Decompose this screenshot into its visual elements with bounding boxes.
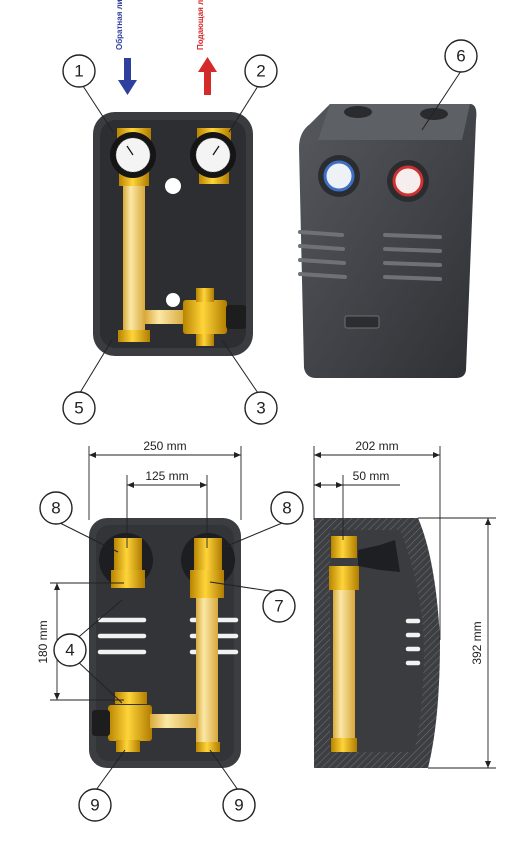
callout-label: 8	[51, 499, 60, 518]
supply-line-label: Подающая линия	[196, 0, 205, 50]
callout-label: 4	[65, 641, 74, 660]
bypass-valve	[108, 705, 152, 741]
open-unit-view	[93, 57, 253, 356]
dim-front-width: 250 mm	[143, 439, 186, 453]
dim-side-offset: 50 mm	[353, 469, 390, 483]
valve-handle	[226, 305, 246, 329]
dim-side-depth: 202 mm	[355, 439, 398, 453]
callout-5: 5	[62, 391, 96, 425]
return-arrow-icon	[118, 58, 137, 95]
mounting-hole	[166, 293, 180, 307]
supply-arrow-icon	[198, 57, 217, 95]
callout-9-left: 9	[78, 788, 112, 822]
dim-pipe-spacing: 125 mm	[145, 469, 188, 483]
supply-line-text: Подающая линия	[196, 0, 205, 50]
return-line-label: Обратная линия	[115, 0, 124, 50]
callout-label: 2	[256, 62, 265, 81]
return-pipe	[123, 182, 145, 334]
mounting-hole	[165, 178, 181, 194]
callout-8-left: 8	[39, 491, 73, 525]
bypass-valve	[183, 300, 227, 334]
callout-8-right: 8	[270, 491, 304, 525]
dim-bypass-spacing: 180 mm	[36, 620, 50, 663]
front-dimension-view	[89, 518, 241, 768]
callout-label: 8	[282, 499, 291, 518]
leader-lines	[55, 70, 462, 791]
closed-cover-view	[298, 104, 477, 378]
callout-2: 2	[244, 54, 278, 88]
callout-6: 6	[444, 39, 478, 73]
callout-7: 7	[262, 589, 296, 623]
side-section-view	[314, 518, 440, 768]
callout-9-right: 9	[222, 788, 256, 822]
callout-label: 9	[90, 796, 99, 815]
callout-label: 5	[74, 399, 83, 418]
callout-label: 6	[456, 47, 465, 66]
callout-label: 3	[256, 399, 265, 418]
supply-gauge	[392, 165, 424, 197]
gauge-section	[358, 540, 400, 572]
insulation-cover	[299, 104, 477, 378]
dim-height: 392 mm	[470, 621, 484, 664]
callout-1: 1	[62, 54, 96, 88]
callout-label: 9	[234, 796, 243, 815]
section-pipe	[333, 586, 355, 746]
callout-4: 4	[53, 633, 87, 667]
return-gauge	[323, 160, 355, 192]
return-line-text: Обратная линия	[115, 0, 124, 50]
callout-label: 1	[74, 62, 83, 81]
supply-pipe	[196, 596, 218, 746]
callout-3: 3	[244, 391, 278, 425]
callout-label: 7	[274, 597, 283, 616]
